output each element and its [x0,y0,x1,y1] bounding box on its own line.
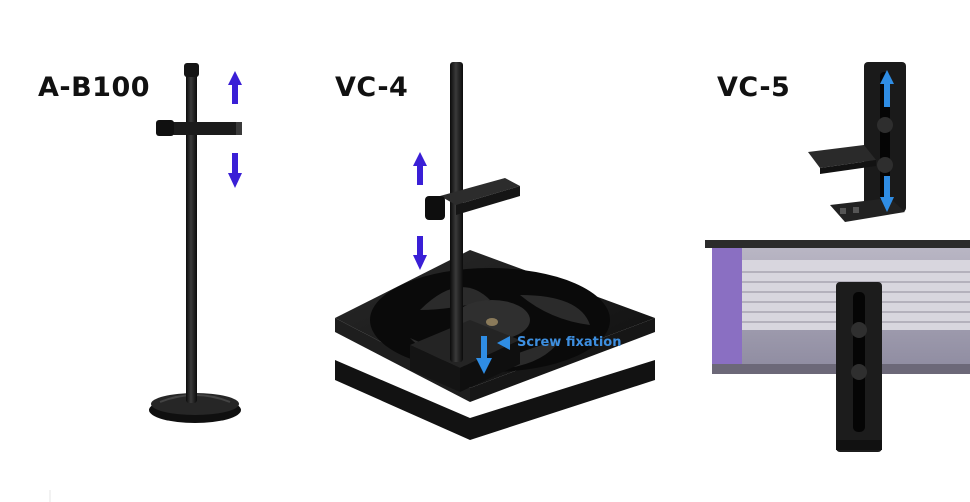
arrow-down-icon [880,176,894,212]
arrow-up-icon [880,70,894,107]
arrow-down-icon [228,153,242,188]
screw-fixation-annotation: Screw fixation [517,335,622,350]
arrow-up-icon [228,71,242,104]
vc5-gpu-scene [705,240,970,452]
product-label-vc4: VC-4 [335,72,409,103]
arrow-left-icon [497,336,510,350]
arrow-down-icon [476,336,492,374]
arrow-down-icon [413,236,427,270]
a-b100-stand [149,63,242,423]
product-label-a-b100: A-B100 [38,72,151,103]
product-label-vc5: VC-5 [717,72,791,103]
arrow-up-icon [413,152,427,185]
vc4-fan-assembly [335,62,655,440]
